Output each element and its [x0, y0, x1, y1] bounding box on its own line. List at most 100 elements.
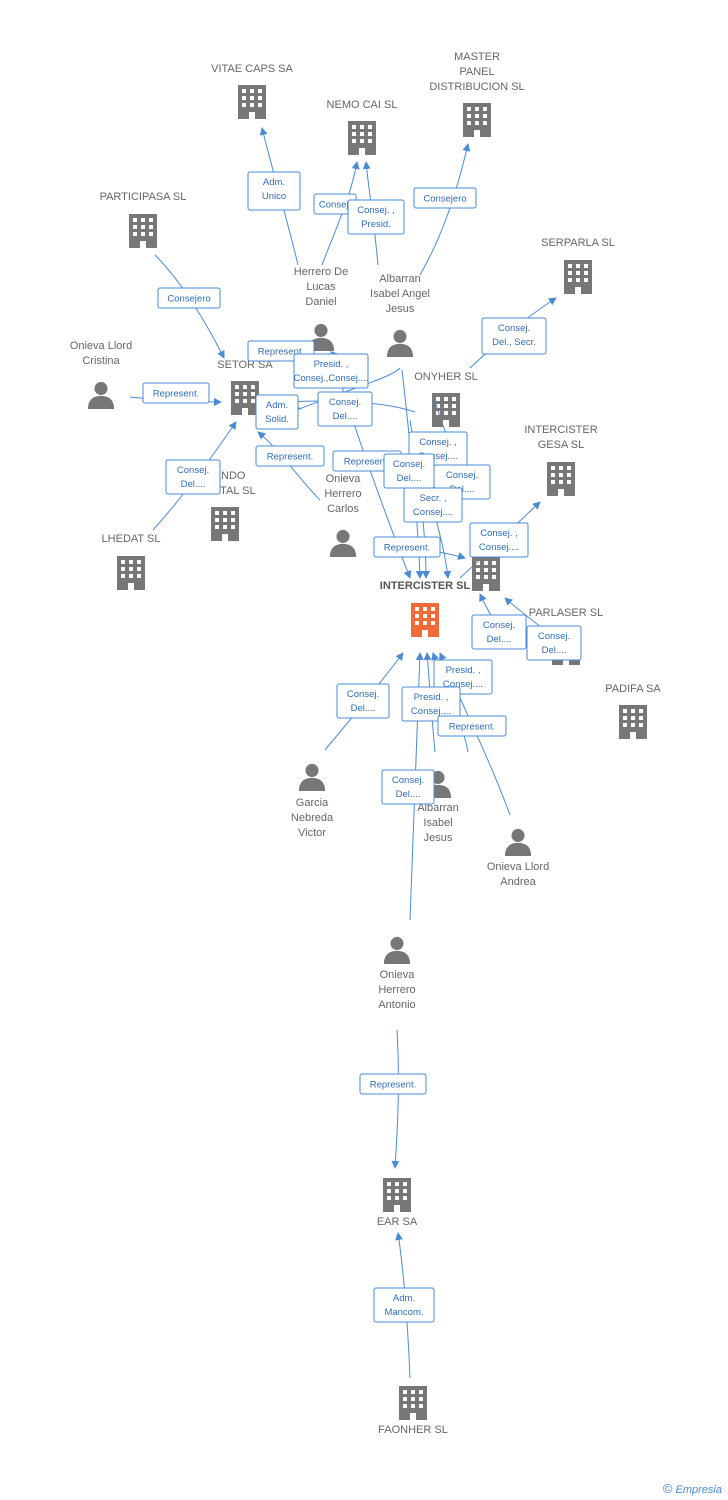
relation-box [336, 683, 390, 719]
relation-label[interactable]: Consejero [157, 287, 221, 309]
relation-label[interactable]: Represent. [437, 715, 507, 737]
node-label: Andrea [500, 876, 536, 888]
building-icon [432, 393, 460, 427]
node-label: Herrero [324, 488, 361, 500]
relation-label[interactable]: Consejero [413, 187, 477, 209]
company-node-intercister[interactable]: INTERCISTER SL [380, 580, 471, 637]
relation-label[interactable]: Presid. ,Consej.,Consej.... [293, 353, 369, 389]
relation-label[interactable]: Consej. Del.... [317, 391, 373, 427]
company-node-onyher[interactable]: ONYHER SL [414, 371, 478, 427]
relation-text: Consej.... [479, 542, 519, 553]
node-label: LHEDAT SL [102, 533, 161, 545]
node-label: VITAE CAPS SA [211, 63, 293, 75]
building-icon [472, 557, 500, 591]
relation-label[interactable]: Consej. , Consej.... [469, 522, 529, 558]
relation-text: Represent. [258, 347, 304, 358]
relation-text: Secr. , [420, 493, 447, 504]
company-node-faonher[interactable]: FAONHER SL [378, 1386, 448, 1436]
node-label: DISTRIBUCION SL [429, 81, 524, 93]
relation-box [401, 686, 461, 722]
relation-label[interactable]: Adm. Mancom. [373, 1287, 435, 1323]
node-label: Antonio [378, 999, 415, 1011]
relation-text: Represent. [153, 389, 199, 400]
node-label: PADIFA SA [605, 683, 661, 695]
relation-text: Del.... [351, 703, 376, 714]
company-node-ear[interactable]: EAR SA [377, 1178, 418, 1228]
node-label: Onieva [380, 969, 416, 981]
relation-text: Consej. [329, 397, 361, 408]
node-label: Albarran [379, 273, 421, 285]
relation-label[interactable]: Consej.Del., Secr. [481, 317, 547, 355]
company-node-nemo[interactable]: NEMO CAI SL [327, 99, 398, 155]
company-node-setor[interactable]: SETOR SA [217, 359, 273, 415]
relation-label[interactable]: Represent. [142, 382, 210, 404]
relation-label[interactable]: Consej.Del.... [381, 769, 435, 805]
node-label: Herrero [378, 984, 415, 996]
relation-label[interactable]: Presid. ,Consej.... [401, 686, 461, 722]
relation-text: Del., Secr. [492, 337, 536, 348]
relation-text: Adm. [393, 1293, 415, 1304]
relation-label[interactable]: Consej.Del.... [165, 459, 221, 495]
company-node-parlaser[interactable]: PARLASER SL [529, 607, 603, 665]
relation-text: Consej.... [413, 507, 453, 518]
relation-label[interactable]: Represent. [359, 1073, 427, 1095]
relation-text: Consej.,Consej.... [294, 373, 369, 384]
building-icon [117, 556, 145, 590]
company-node-lhedat[interactable]: LHEDAT SL [102, 533, 161, 590]
node-label: EAR SA [377, 1216, 418, 1228]
relation-box [247, 171, 301, 211]
relation-label[interactable]: Consej.Del.... [383, 453, 435, 489]
node-label: Albarran [417, 802, 459, 814]
company-node-padifa[interactable]: PADIFA SA [605, 683, 661, 739]
node-label: INTERCISTER [524, 424, 597, 436]
relation-text: Consej.... [411, 706, 451, 717]
relation-label[interactable]: Adm.Unico [247, 171, 301, 211]
relation-text: Consej.... [443, 679, 483, 690]
relation-label[interactable]: Represent. [373, 536, 441, 558]
relation-text: Mancom. [384, 1307, 423, 1318]
relation-label[interactable]: Consej. ,Presid. [347, 199, 405, 235]
relation-text: Consej. , [357, 205, 395, 216]
relation-box [359, 1073, 427, 1095]
node-label: Nebreda [291, 812, 334, 824]
relation-label[interactable]: Presid. ,Consej.... [433, 659, 493, 695]
relation-label[interactable]: Adm.Solid. [255, 394, 299, 430]
person-icon [386, 329, 414, 357]
company-node-serparla[interactable]: SERPARLA SL [541, 237, 615, 294]
relation-label[interactable]: Represent. [255, 445, 325, 467]
building-icon [348, 121, 376, 155]
relation-box [437, 715, 507, 737]
relation-text: Del.... [333, 411, 358, 422]
relation-text: Consej. , [419, 437, 457, 448]
building-icon [619, 705, 647, 739]
relation-label[interactable]: Consej.Del.... [336, 683, 390, 719]
relation-box [481, 317, 547, 355]
node-label: PARTICIPASA SL [100, 191, 187, 203]
relation-box [373, 536, 441, 558]
building-icon [564, 260, 592, 294]
relation-text: Represent. [449, 722, 495, 733]
relation-text: Consej.... [418, 451, 458, 462]
company-node-vitae[interactable]: VITAE CAPS SA [211, 63, 294, 119]
node-label: FAONHER SL [378, 1424, 448, 1436]
brand-name[interactable]: Empresia [675, 1484, 722, 1496]
company-node-participasa[interactable]: PARTICIPASA SL [100, 191, 187, 248]
relation-text: Consej. , [480, 528, 518, 539]
relation-label[interactable]: Secr. , Consej.... [403, 487, 463, 523]
relation-text: Consej. [446, 470, 478, 481]
relation-text: Represent. [384, 543, 430, 554]
relation-label[interactable]: Consej.Del.... [471, 614, 527, 650]
relation-label[interactable]: Consej.Del.... [526, 625, 582, 661]
relation-text: Consej. [538, 631, 570, 642]
